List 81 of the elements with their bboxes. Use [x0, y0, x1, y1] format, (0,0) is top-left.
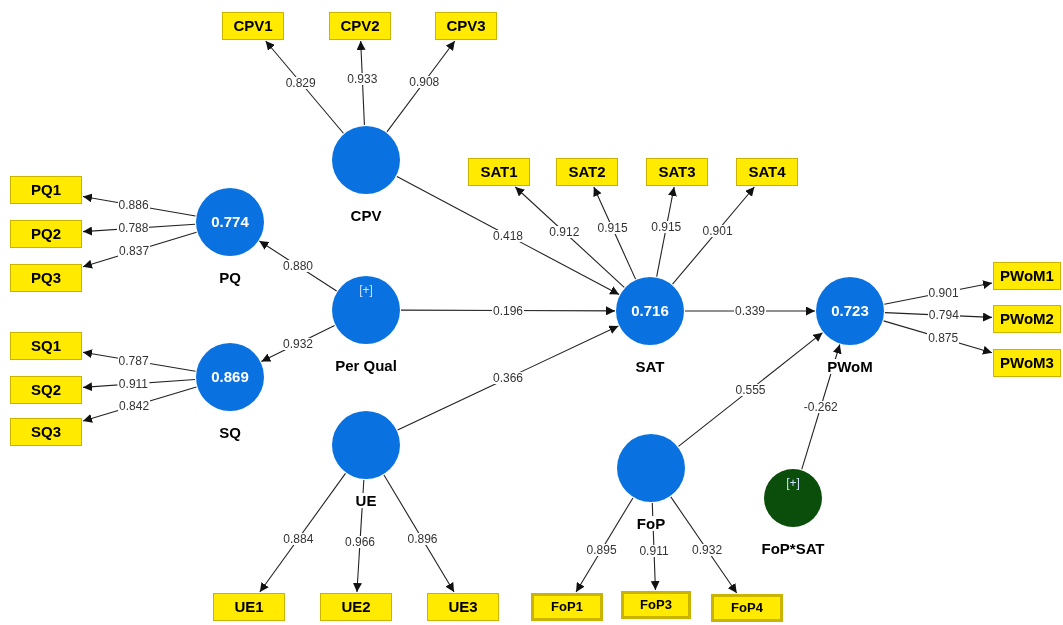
coefficient-label: 0.829	[284, 76, 317, 89]
path-arrow	[386, 40, 456, 133]
coefficient-label: 0.555	[734, 383, 767, 396]
coefficient-label: 0.884	[282, 532, 315, 545]
indicator-box: SQ1	[10, 332, 82, 360]
coefficient-label: 0.418	[492, 229, 524, 242]
indicator-box: SAT4	[736, 158, 798, 186]
indicator-box: SQ2	[10, 376, 82, 404]
coefficient-label: 0.966	[344, 535, 377, 548]
r-squared-value: 0.774	[211, 214, 249, 229]
indicator-box: SAT1	[468, 158, 530, 186]
coefficient-label: 0.886	[117, 199, 150, 212]
indicator-box: UE3	[427, 593, 499, 621]
construct-label: UE	[354, 493, 378, 508]
coefficient-label: 0.901	[701, 224, 734, 237]
expand-marker: [+]	[786, 477, 800, 489]
r-squared-value: 0.716	[631, 303, 669, 318]
coefficient-label: 0.794	[927, 309, 960, 322]
construct-label: FoP*SAT	[760, 541, 826, 556]
indicator-box: PWoM1	[993, 262, 1061, 290]
path-arrow	[514, 186, 625, 288]
path-arrow	[670, 496, 738, 594]
indicator-box: CPV3	[435, 12, 497, 40]
coefficient-label: 0.901	[927, 286, 960, 299]
path-arrow	[356, 40, 366, 126]
coefficient-label: 0.895	[585, 543, 618, 556]
construct-label: PWoM	[826, 359, 874, 374]
expand-marker: [+]	[359, 284, 373, 296]
coefficient-label: 0.908	[408, 75, 441, 88]
indicator-box: CPV1	[222, 12, 284, 40]
coefficient-label: 0.932	[282, 337, 314, 350]
r-squared-value: 0.723	[831, 303, 869, 318]
path-arrow	[672, 186, 755, 285]
path-arrow	[353, 479, 365, 593]
path-arrow	[265, 40, 344, 134]
construct-label: CPV	[349, 208, 383, 223]
indicator-box: FoP3	[621, 591, 691, 619]
coefficient-label: 0.880	[282, 260, 314, 272]
construct-label: Per Qual	[334, 358, 398, 373]
coefficient-label: 0.196	[492, 304, 524, 317]
construct-label: PQ	[218, 270, 242, 285]
indicator-box: PWoM3	[993, 349, 1061, 377]
indicator-box: SAT2	[556, 158, 618, 186]
path-arrow	[656, 186, 677, 278]
indicator-box: PWoM2	[993, 305, 1061, 333]
indicator-box: PQ2	[10, 220, 82, 248]
coefficient-label: 0.912	[548, 226, 581, 239]
coefficient-label: 0.933	[346, 72, 379, 85]
coefficient-label: 0.896	[406, 533, 439, 546]
indicator-box: SAT3	[646, 158, 708, 186]
coefficient-label: -0.262	[802, 400, 839, 413]
construct-label: SQ	[218, 425, 242, 440]
r-squared-value: 0.869	[211, 369, 249, 384]
coefficient-label: 0.915	[650, 221, 683, 234]
coefficient-label: 0.932	[691, 543, 724, 556]
coefficient-label: 0.788	[117, 222, 150, 235]
indicator-box: PQ1	[10, 176, 82, 204]
coefficient-label: 0.837	[118, 245, 151, 258]
coefficient-label: 0.339	[734, 305, 766, 317]
coefficient-label: 0.875	[927, 332, 960, 345]
coefficient-label: 0.915	[596, 222, 629, 235]
indicator-box: FoP1	[531, 593, 603, 621]
indicator-box: PQ3	[10, 264, 82, 292]
coefficient-label: 0.366	[492, 372, 524, 384]
path-arrow	[396, 175, 620, 296]
indicator-box: SQ3	[10, 418, 82, 446]
coefficient-label: 0.911	[638, 544, 670, 557]
path-arrow	[677, 332, 824, 447]
path-arrow	[593, 186, 637, 280]
path-arrow	[397, 325, 619, 431]
construct-label: SAT	[634, 359, 666, 374]
indicator-box: UE2	[320, 593, 392, 621]
coefficient-label: 0.842	[118, 399, 151, 412]
indicator-box: FoP4	[711, 594, 783, 622]
indicator-box: CPV2	[329, 12, 391, 40]
path-arrow	[383, 474, 455, 593]
coefficient-label: 0.911	[117, 377, 149, 390]
construct-label: FoP	[635, 516, 667, 531]
path-arrow	[259, 472, 347, 593]
indicator-box: UE1	[213, 593, 285, 621]
coefficient-label: 0.787	[117, 354, 150, 367]
